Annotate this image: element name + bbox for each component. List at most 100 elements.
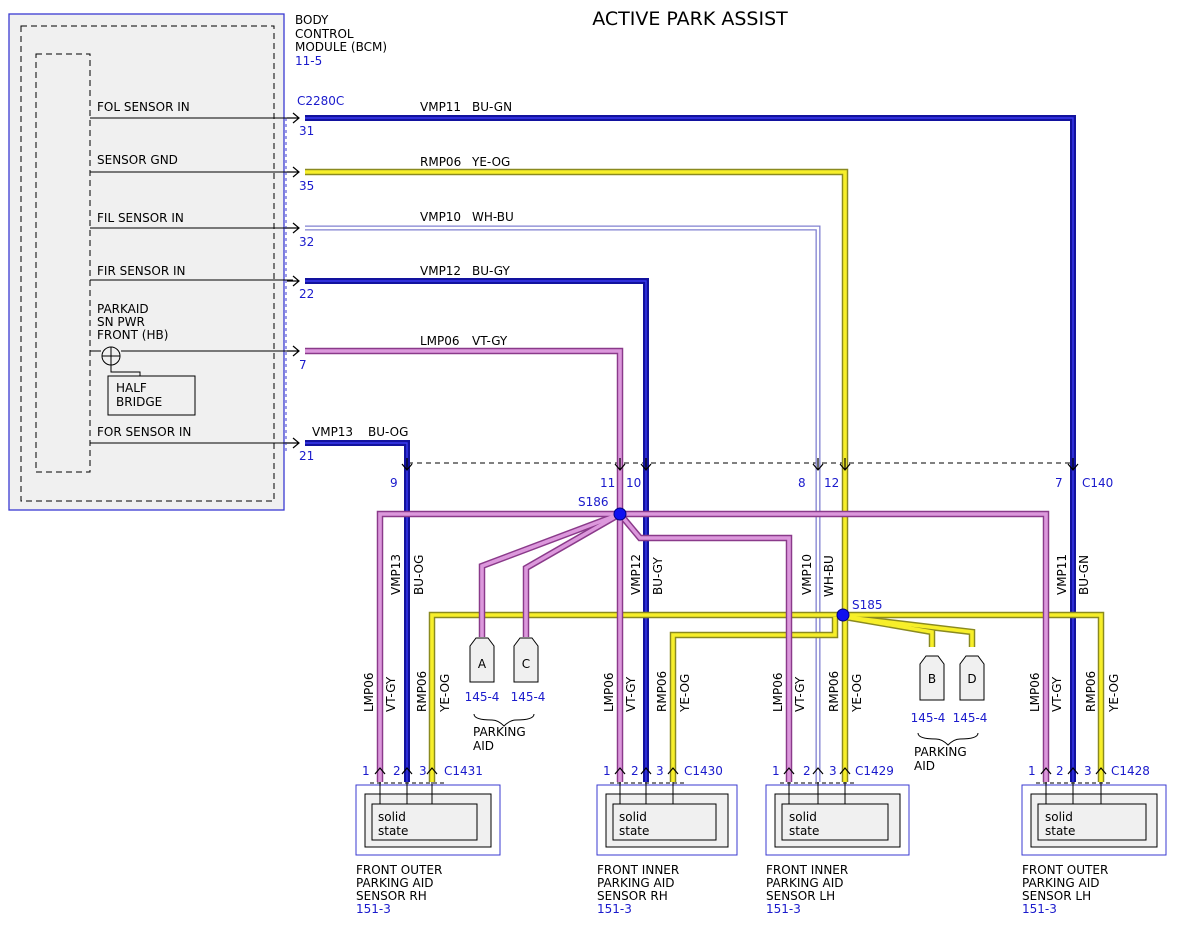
bcm-pin-arrow-0 xyxy=(287,112,300,124)
bcm-pin-number-for: 21 xyxy=(299,449,314,463)
c1428-body-1: solid xyxy=(1045,810,1073,824)
diagram-title: ACTIVE PARK ASSIST xyxy=(592,8,788,30)
bcm-pin-number-fol: 31 xyxy=(299,124,314,138)
bcm-pin-label-fil: FIL SENSOR IN xyxy=(97,211,184,225)
c1431-name-2: PARKING AID xyxy=(356,876,434,890)
bcm-pin-number-fil: 32 xyxy=(299,235,314,249)
tag-d-ref: 145-4 xyxy=(953,711,988,725)
c140-connector: 9 11 10 8 12 7 C140 xyxy=(390,462,1113,490)
vlabel-s4-lmp06: LMP06 xyxy=(1028,672,1042,712)
c1430-ref: 151-3 xyxy=(597,902,632,916)
brace-left xyxy=(473,713,535,727)
bcm-pin-arrow-3 xyxy=(287,275,300,287)
vlabel-vmp10-circuit: VMP10 xyxy=(800,554,814,595)
vlabel-vmp11-color: BU-GN xyxy=(1077,555,1091,595)
c140-name: C140 xyxy=(1082,476,1113,490)
c1431-connector: C1431 xyxy=(444,764,483,778)
c1430-name-1: FRONT INNER xyxy=(597,863,679,877)
c1431-body-1: solid xyxy=(378,810,406,824)
c140-arrow-5 xyxy=(1067,458,1079,471)
parking-aid-refs: A 145-4 C 145-4 PARKING AID B 145-4 D 14… xyxy=(465,637,988,773)
sensor-pin-arrow-1 xyxy=(401,767,413,775)
parking-aid-tag-d: D 145-4 xyxy=(953,655,988,725)
splice-s185 xyxy=(836,608,850,622)
c1428-body-2: state xyxy=(1045,824,1075,838)
sensor-c1429: 1 2 3 C1429 solid state FRONT INNER PARK… xyxy=(765,764,910,916)
wire-color-pwr: VT-GY xyxy=(472,334,508,348)
vlabel-vmp12-circuit: VMP12 xyxy=(629,554,643,595)
wire-color-fol: BU-GN xyxy=(472,100,512,114)
vlabel-vmp10-color: WH-BU xyxy=(822,555,836,597)
vlabel-s1-rmp06: RMP06 xyxy=(415,671,429,712)
parking-aid-tag-b: B 145-4 xyxy=(911,655,945,725)
c1429-body-1: solid xyxy=(789,810,817,824)
vlabel-s3-yeog: YE-OG xyxy=(850,674,864,713)
parking-aid-label-right-2: AID xyxy=(914,759,935,773)
vlabel-vmp11-circuit: VMP11 xyxy=(1055,554,1069,595)
c140-pin-12: 12 xyxy=(824,476,839,490)
bcm-pin-label-pwr-2: SN PWR xyxy=(97,315,145,329)
bcm-pin-arrow-1 xyxy=(287,166,300,178)
c1428-name-2: PARKING AID xyxy=(1022,876,1100,890)
bcm-ref: 11-5 xyxy=(295,54,322,68)
sensor-pin-leads xyxy=(379,782,1102,804)
bcm-pin-label-pwr-1: PARKAID xyxy=(97,302,149,316)
bcm-internal-lines xyxy=(90,117,293,444)
tag-c-ref: 145-4 xyxy=(511,690,546,704)
tag-b-letter: B xyxy=(928,672,936,686)
c1429-name-1: FRONT INNER xyxy=(766,863,848,877)
bcm-pin-label-pwr-3: FRONT (HB) xyxy=(97,328,168,342)
wire-circuit-fil: VMP10 xyxy=(420,210,461,224)
c1430-connector: C1430 xyxy=(684,764,723,778)
c1430-pin-1: 1 xyxy=(603,764,611,778)
vlabel-s2-yeog: YE-OG xyxy=(678,674,692,713)
c1430-body-1: solid xyxy=(619,810,647,824)
bcm-pin-label-gnd: SENSOR GND xyxy=(97,153,178,167)
c1431-pin-3: 3 xyxy=(419,764,427,778)
half-bridge-line-2: BRIDGE xyxy=(116,395,162,409)
c1431-pin-1: 1 xyxy=(362,764,370,778)
wire-vmp13 xyxy=(305,440,410,782)
c1431-pin-2: 2 xyxy=(393,764,401,778)
tag-a-letter: A xyxy=(478,657,487,671)
c140-arrow-0 xyxy=(401,458,413,471)
parking-aid-label-left-1: PARKING xyxy=(473,725,526,739)
splice-s185-label: S185 xyxy=(852,598,883,612)
c140-pin-9: 9 xyxy=(390,476,398,490)
splice-s186-label: S186 xyxy=(578,495,609,509)
connector-arrows xyxy=(287,112,1107,775)
sensor-pin-arrow-9 xyxy=(1040,767,1052,775)
c1428-pin-3: 3 xyxy=(1084,764,1092,778)
wire-color-gnd: YE-OG xyxy=(471,155,510,169)
parking-aid-label-left-2: AID xyxy=(473,739,494,753)
bcm-pin-number-pwr: 7 xyxy=(299,358,307,372)
sensor-pin-arrow-0 xyxy=(374,767,386,775)
tag-c-letter: C xyxy=(522,657,530,671)
sensor-c1428: 1 2 3 C1428 solid state FRONT OUTER PARK… xyxy=(1021,764,1167,916)
bcm-pin-label-fir: FIR SENSOR IN xyxy=(97,264,186,278)
bcm-pin-label-fol: FOL SENSOR IN xyxy=(97,100,190,114)
wire-labels: VMP11 BU-GN RMP06 YE-OG VMP10 WH-BU VMP1… xyxy=(312,100,514,439)
sensor-pin-arrow-6 xyxy=(783,767,795,775)
sensor-pin-arrow-3 xyxy=(614,767,626,775)
bcm-pin-number-fir: 22 xyxy=(299,287,314,301)
c1429-pin-3: 3 xyxy=(829,764,837,778)
c1429-ref: 151-3 xyxy=(766,902,801,916)
wire-color-for: BU-OG xyxy=(368,425,408,439)
vlabel-s2-rmp06: RMP06 xyxy=(655,671,669,712)
tag-d-letter: D xyxy=(967,672,976,686)
bcm-pin-arrow-4 xyxy=(287,345,300,357)
vertical-wire-labels: VMP13 BU-OG VMP12 BU-GY VMP10 WH-BU VMP1… xyxy=(362,554,1121,713)
c1428-name-1: FRONT OUTER xyxy=(1022,863,1108,877)
c1428-pin-2: 2 xyxy=(1056,764,1064,778)
parking-aid-tag-c: C 145-4 xyxy=(511,637,546,704)
parking-aid-label-right-1: PARKING xyxy=(914,745,967,759)
c1430-body-2: state xyxy=(619,824,649,838)
c140-arrow-4 xyxy=(839,458,851,471)
sensor-pin-arrow-7 xyxy=(812,767,824,775)
c1431-name-3: SENSOR RH xyxy=(356,889,427,903)
c1429-name-2: PARKING AID xyxy=(766,876,844,890)
bcm-pin-arrow-5 xyxy=(287,437,300,449)
wires xyxy=(305,115,1105,782)
